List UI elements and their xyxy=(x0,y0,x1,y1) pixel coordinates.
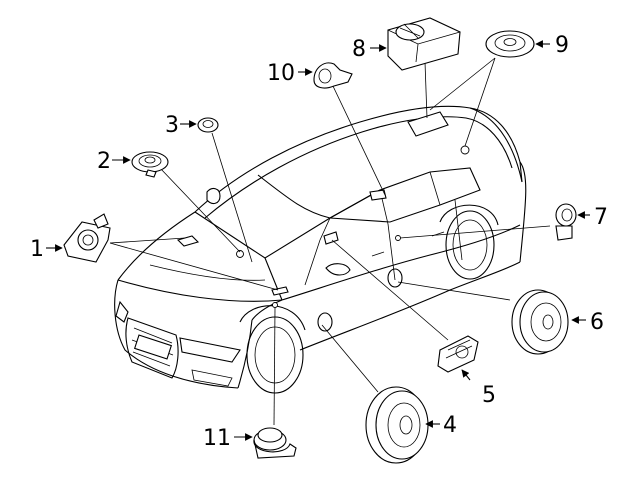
car-body-outline xyxy=(114,105,527,394)
part-11-center-speaker xyxy=(253,427,297,459)
part-3-tweeter xyxy=(197,117,219,133)
callout-6: 6 xyxy=(590,310,604,335)
callout-11: 11 xyxy=(203,426,231,451)
callout-5: 5 xyxy=(482,383,496,408)
callout-3: 3 xyxy=(165,113,179,138)
part-9-speaker xyxy=(485,30,535,58)
part-2-speaker xyxy=(131,151,169,178)
callout-8: 8 xyxy=(352,37,366,62)
callout-labels: 1 2 3 4 5 6 7 8 9 10 11 xyxy=(30,33,608,451)
part-5-module xyxy=(437,335,479,373)
part-6-speaker xyxy=(511,289,569,355)
part-1-tweeter-bracket xyxy=(63,213,111,263)
callout-10: 10 xyxy=(267,61,295,86)
callout-9: 9 xyxy=(555,33,569,58)
part-8-subwoofer xyxy=(387,17,461,71)
callout-4: 4 xyxy=(443,413,457,438)
callout-arrows xyxy=(46,40,590,441)
callout-1: 1 xyxy=(30,237,44,262)
part-7-tweeter xyxy=(555,203,577,241)
callout-2: 2 xyxy=(97,149,111,174)
part-10-tweeter xyxy=(313,62,353,89)
leader-lines xyxy=(109,57,551,426)
part-4-woofer xyxy=(365,386,429,464)
callout-7: 7 xyxy=(594,205,608,230)
